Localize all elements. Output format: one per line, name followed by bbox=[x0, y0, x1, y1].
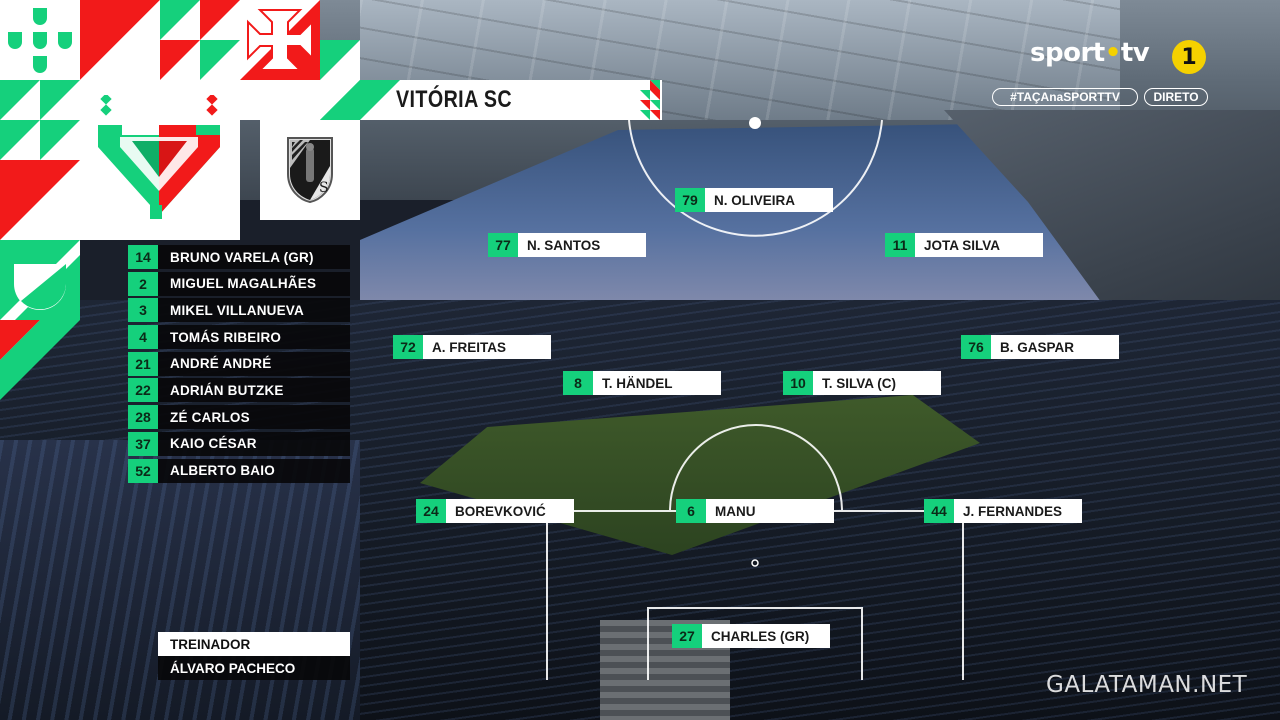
team-crest: S bbox=[260, 120, 360, 220]
player-number: 44 bbox=[924, 499, 954, 523]
sub-name: BRUNO VARELA (GR) bbox=[158, 245, 350, 269]
player-number: 72 bbox=[393, 335, 423, 359]
player-name: T. HÄNDEL bbox=[593, 371, 721, 395]
player-tag: 77 N. SANTOS bbox=[488, 233, 646, 257]
list-item: 21 ANDRÉ ANDRÉ bbox=[128, 351, 350, 376]
header-flag-pattern bbox=[640, 80, 660, 120]
substitutes-list: 14 BRUNO VARELA (GR) 2 MIGUEL MAGALHÃES … bbox=[128, 245, 350, 485]
player-tag: 10 T. SILVA (C) bbox=[783, 371, 941, 395]
list-item: 14 BRUNO VARELA (GR) bbox=[128, 245, 350, 269]
player-tag: 11 JOTA SILVA bbox=[885, 233, 1043, 257]
list-item: 4 TOMÁS RIBEIRO bbox=[128, 325, 350, 350]
list-item: 28 ZÉ CARLOS bbox=[128, 405, 350, 430]
sub-number: 28 bbox=[128, 405, 158, 430]
player-tag: 44 J. FERNANDES bbox=[924, 499, 1082, 523]
player-name: N. OLIVEIRA bbox=[705, 188, 833, 212]
sub-number: 52 bbox=[128, 458, 158, 483]
channel-number-badge: 1 bbox=[1172, 40, 1206, 74]
player-number: 6 bbox=[676, 499, 706, 523]
watermark: GALATAMAN.NET bbox=[1046, 672, 1248, 698]
player-number: 11 bbox=[885, 233, 915, 257]
list-item: 52 ALBERTO BAIO bbox=[128, 458, 350, 483]
cup-shield-icon bbox=[0, 240, 80, 320]
player-name: T. SILVA (C) bbox=[813, 371, 941, 395]
list-item: 22 ADRIÁN BUTZKE bbox=[128, 378, 350, 403]
cross-of-christ-icon bbox=[240, 0, 320, 80]
player-number: 8 bbox=[563, 371, 593, 395]
sub-number: 4 bbox=[128, 325, 158, 350]
player-name: MANU bbox=[706, 499, 834, 523]
player-name: J. FERNANDES bbox=[954, 499, 1082, 523]
svg-text:S: S bbox=[319, 180, 329, 196]
team-name: VITÓRIA SC bbox=[396, 86, 512, 113]
sub-number: 2 bbox=[128, 271, 158, 296]
sub-name: ZÉ CARLOS bbox=[158, 405, 350, 430]
sporttv-wordmark: sport•tv bbox=[1030, 38, 1150, 68]
player-number: 76 bbox=[961, 335, 991, 359]
coach-label: TREINADOR bbox=[158, 632, 350, 656]
hashtag-pill: #TAÇAnaSPORTTV bbox=[992, 88, 1138, 106]
player-number: 24 bbox=[416, 499, 446, 523]
coach-name: ÁLVARO PACHECO bbox=[158, 656, 350, 680]
player-number: 79 bbox=[675, 188, 705, 212]
sub-number: 37 bbox=[128, 431, 158, 456]
player-name: BOREVKOVIĆ bbox=[446, 499, 574, 523]
player-tag: 79 N. OLIVEIRA bbox=[675, 188, 833, 212]
player-number: 27 bbox=[672, 624, 702, 648]
wordmark-dot-icon: • bbox=[1104, 38, 1122, 68]
player-number: 10 bbox=[783, 371, 813, 395]
list-item: 37 KAIO CÉSAR bbox=[128, 431, 350, 456]
sub-name: KAIO CÉSAR bbox=[158, 431, 350, 456]
player-tag: 72 A. FREITAS bbox=[393, 335, 551, 359]
vitoria-sc-crest-icon: S bbox=[287, 137, 333, 204]
list-item: 3 MIKEL VILLANUEVA bbox=[128, 298, 350, 323]
player-tag: 8 T. HÄNDEL bbox=[563, 371, 721, 395]
quinas-shield-icon bbox=[8, 8, 72, 73]
sub-number: 3 bbox=[128, 298, 158, 323]
cup-branding-mosaic bbox=[0, 0, 360, 400]
player-name: N. SANTOS bbox=[518, 233, 646, 257]
player-tag: 27 CHARLES (GR) bbox=[672, 624, 830, 648]
sub-number: 14 bbox=[128, 245, 158, 269]
coach-panel: TREINADOR ÁLVARO PACHECO bbox=[158, 632, 350, 680]
sub-number: 22 bbox=[128, 378, 158, 403]
sporttv-logo: sport•tv 1 bbox=[1030, 38, 1210, 78]
sub-name: ADRIÁN BUTZKE bbox=[158, 378, 350, 403]
player-tag: 6 MANU bbox=[676, 499, 834, 523]
player-name: B. GASPAR bbox=[991, 335, 1119, 359]
sub-name: TOMÁS RIBEIRO bbox=[158, 325, 350, 350]
player-number: 77 bbox=[488, 233, 518, 257]
sub-number: 21 bbox=[128, 351, 158, 376]
list-item: 2 MIGUEL MAGALHÃES bbox=[128, 271, 350, 296]
taca-de-portugal-logo-icon bbox=[98, 95, 220, 219]
team-header: VITÓRIA SC bbox=[320, 80, 662, 120]
sub-name: ALBERTO BAIO bbox=[158, 458, 350, 483]
sub-name: MIGUEL MAGALHÃES bbox=[158, 271, 350, 296]
player-name: A. FREITAS bbox=[423, 335, 551, 359]
player-tag: 24 BOREVKOVIĆ bbox=[416, 499, 574, 523]
sub-name: ANDRÉ ANDRÉ bbox=[158, 351, 350, 376]
live-badge: DIRETO bbox=[1144, 88, 1208, 106]
player-name: CHARLES (GR) bbox=[702, 624, 830, 648]
sub-name: MIKEL VILLANUEVA bbox=[158, 298, 350, 323]
player-name: JOTA SILVA bbox=[915, 233, 1043, 257]
player-tag: 76 B. GASPAR bbox=[961, 335, 1119, 359]
